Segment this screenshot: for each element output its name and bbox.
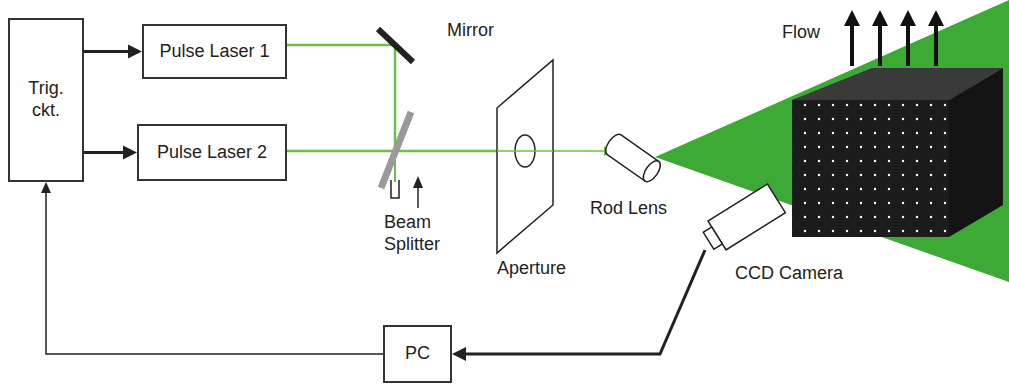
- arrow-head: [128, 45, 142, 59]
- mirror-symbol: [378, 29, 413, 62]
- connector-line: [84, 50, 130, 53]
- connector: [84, 146, 137, 160]
- node-label: CCD Camera: [735, 263, 843, 285]
- connector-line: [464, 250, 705, 354]
- part-label: Beam Splitter: [384, 212, 450, 255]
- node-label: Pulse Laser 2: [157, 142, 267, 164]
- part-label: Aperture: [497, 258, 566, 280]
- beam-through: [497, 150, 553, 152]
- connector: [41, 182, 383, 354]
- cube-side: [949, 68, 1003, 237]
- trigger-circuit-box: Trig. ckt.: [8, 18, 84, 182]
- leader-head: [413, 176, 423, 188]
- laser-box: Pulse Laser 2: [137, 124, 287, 181]
- light-sheet: [655, 0, 1009, 282]
- part-label: Mirror: [447, 20, 494, 42]
- pc-box: PC: [383, 325, 452, 383]
- connector: [84, 45, 142, 59]
- aperture-plate: [497, 60, 553, 253]
- laser-box: Pulse Laser 1: [142, 24, 287, 79]
- node-label: Trig. ckt.: [14, 78, 78, 121]
- arrow-head: [41, 182, 51, 193]
- node-label: PC: [405, 343, 430, 365]
- arrow-head: [123, 146, 137, 160]
- arrow-head: [452, 347, 466, 361]
- ccd-camera: CCD Camera: [690, 185, 795, 250]
- cube-front: [792, 100, 949, 237]
- beam-splitter-symbol: [381, 112, 411, 188]
- connector-line: [46, 191, 383, 354]
- beam-dump: [391, 180, 399, 198]
- node-label: Pulse Laser 1: [159, 41, 269, 63]
- camera-symbol: [690, 185, 795, 250]
- flow-label: Flow: [782, 22, 820, 44]
- part-label: Rod Lens: [590, 198, 667, 220]
- laser-beams: [287, 45, 606, 182]
- connector: [452, 250, 705, 361]
- connector-line: [84, 151, 125, 154]
- flow-arrows: [844, 10, 944, 66]
- rod-lens-symbol: [602, 132, 663, 185]
- leader-line: [417, 186, 419, 208]
- seed-particles: [792, 100, 949, 237]
